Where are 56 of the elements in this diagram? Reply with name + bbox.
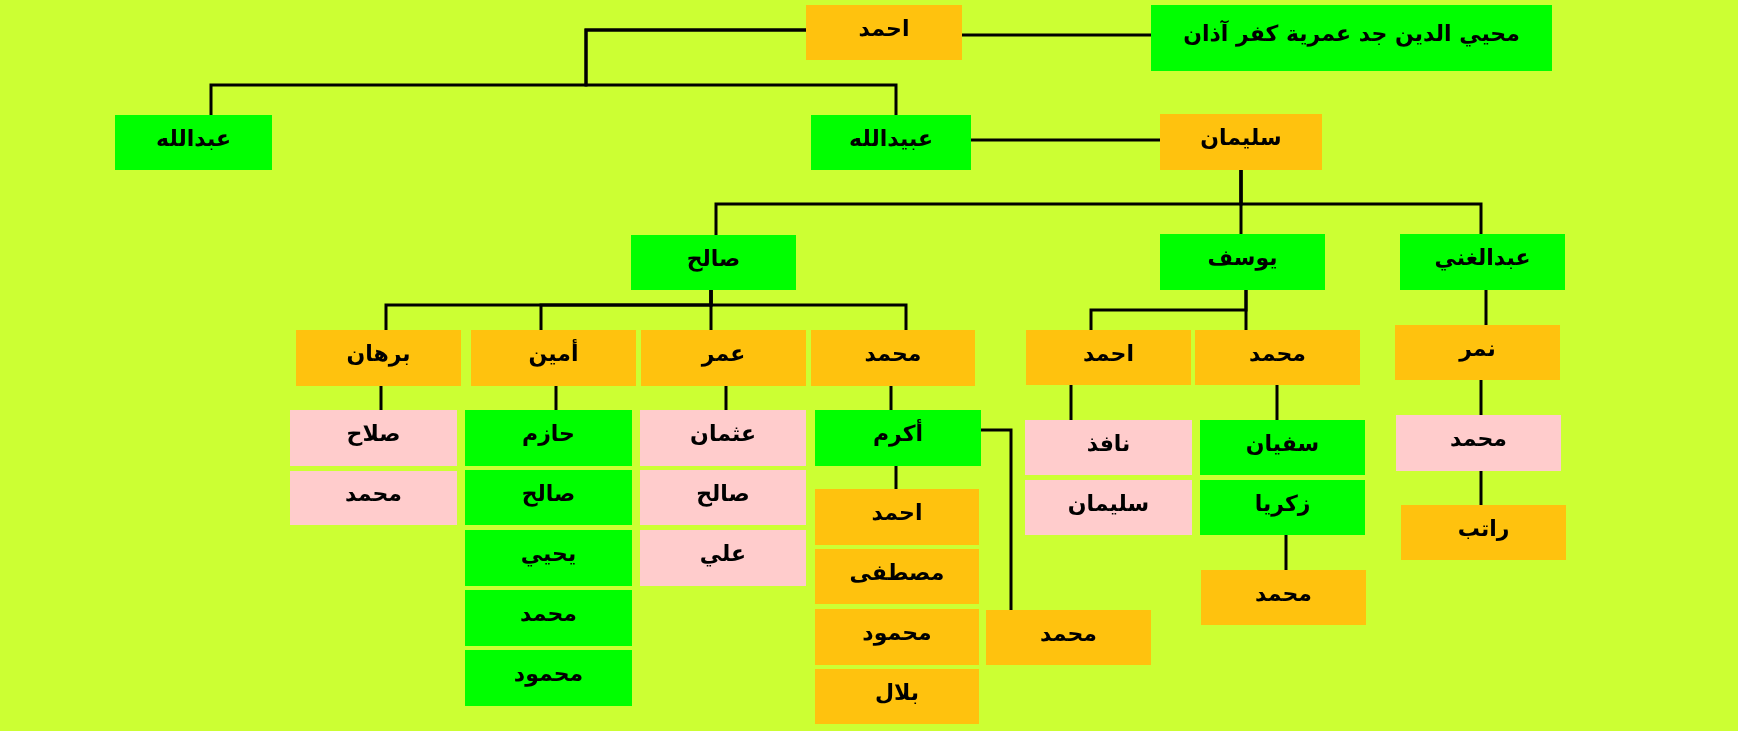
- name-box: محيي الدين جد عمرية كفر آذان: [1151, 5, 1552, 71]
- name-box: سليمان: [1160, 114, 1322, 170]
- name-box: نمر: [1395, 325, 1560, 380]
- name-box: صالح: [640, 470, 806, 525]
- connector-line: [724, 386, 728, 410]
- connector-line: [894, 466, 898, 489]
- connector-line: [1284, 535, 1288, 570]
- name-box: أمين: [471, 330, 636, 386]
- name-box: محمد: [465, 590, 632, 646]
- connector-line: [1069, 385, 1073, 420]
- name-box: عبيدالله: [811, 115, 971, 170]
- connector-line: [1484, 290, 1488, 325]
- name-box: علي: [640, 530, 806, 586]
- name-box: محمد: [1195, 330, 1360, 385]
- name-box: راتب: [1401, 505, 1566, 560]
- name-box: عبدالله: [115, 115, 272, 170]
- name-box: محمد: [1396, 415, 1561, 471]
- name-box: حازم: [465, 410, 632, 466]
- connector-line: [962, 33, 1151, 37]
- name-box: محمود: [815, 609, 979, 665]
- connector-line: [1479, 471, 1483, 505]
- name-box: عثمان: [640, 410, 806, 466]
- name-box: محمد: [1201, 570, 1366, 625]
- name-box: عبدالغني: [1400, 234, 1565, 290]
- connector-line: [1479, 380, 1483, 415]
- name-box: محمد: [811, 330, 975, 386]
- name-box: احمد: [806, 5, 962, 60]
- connector-line: [971, 138, 1160, 142]
- name-box: مصطفى: [815, 549, 979, 604]
- connector-line: [1275, 385, 1279, 420]
- name-box: برهان: [296, 330, 461, 386]
- name-box: صالح: [631, 235, 796, 290]
- name-box: صلاح: [290, 410, 457, 466]
- connector-line: [1239, 170, 1483, 234]
- name-box: سفيان: [1200, 420, 1365, 475]
- name-box: بلال: [815, 669, 979, 724]
- name-box: احمد: [815, 489, 979, 545]
- name-box: محمد: [290, 471, 457, 525]
- connector-line: [554, 386, 558, 410]
- name-box: سليمان: [1025, 480, 1192, 535]
- connector-line: [1244, 290, 1248, 330]
- name-box: عمر: [641, 330, 806, 386]
- name-box: محمد: [986, 610, 1151, 665]
- connector-line: [889, 386, 893, 410]
- name-box: يحيي: [465, 530, 632, 586]
- name-box: زكريا: [1200, 480, 1365, 535]
- name-box: أكرم: [815, 410, 981, 466]
- connector-line: [981, 428, 1013, 610]
- name-box: احمد: [1026, 330, 1191, 385]
- connector-line: [379, 386, 383, 410]
- name-box: صالح: [465, 470, 632, 525]
- connector-line: [584, 28, 898, 115]
- connector-line: [709, 290, 908, 330]
- name-box: يوسف: [1160, 234, 1325, 290]
- name-box: محمود: [465, 650, 632, 706]
- name-box: نافذ: [1025, 420, 1192, 475]
